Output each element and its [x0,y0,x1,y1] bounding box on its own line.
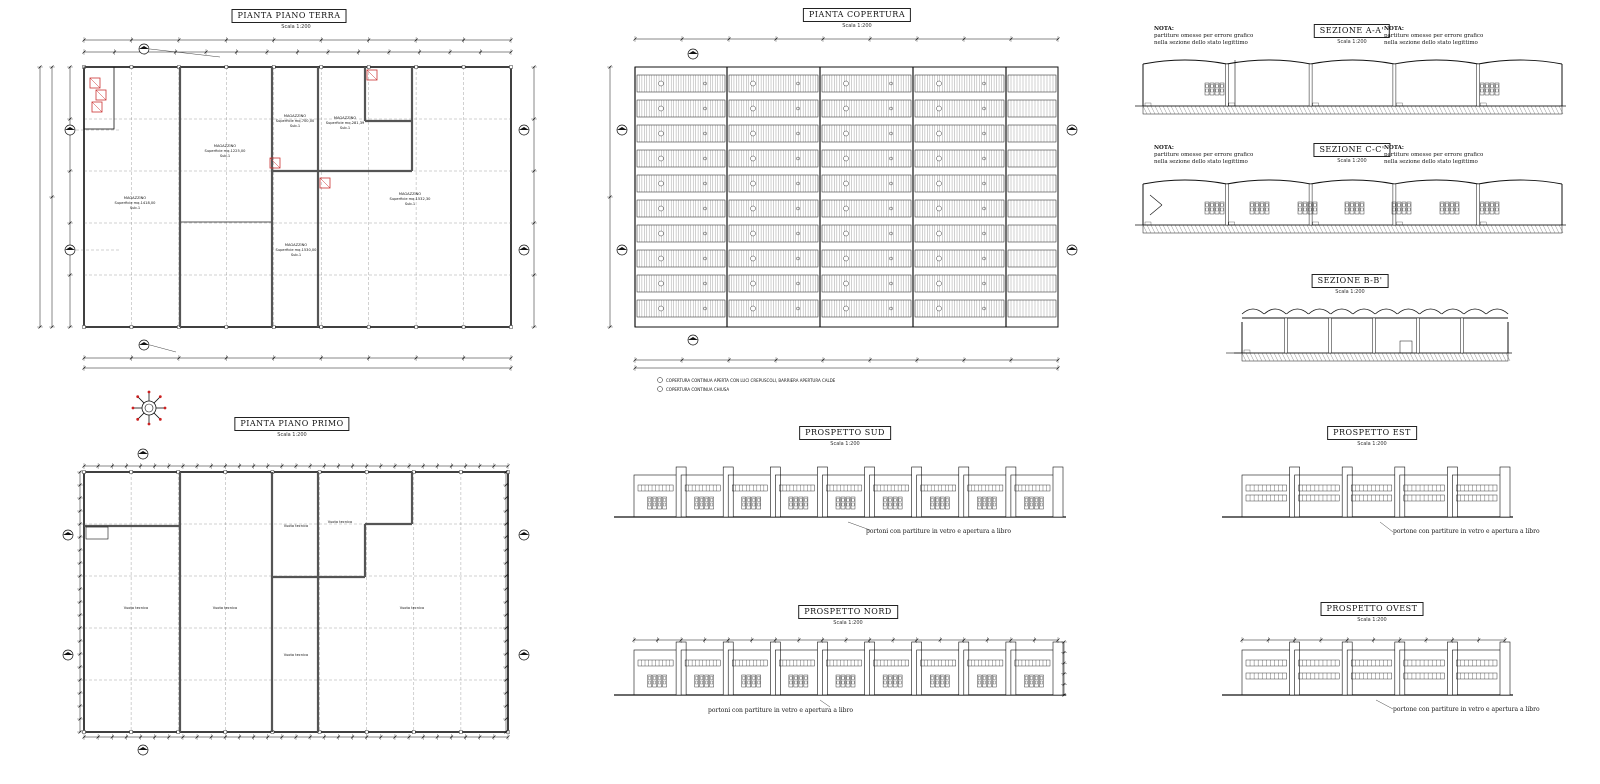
scale-sezione-bb: Scala 1:200 [1335,289,1365,295]
ground-floor-plan [37,37,537,426]
sections [1135,59,1566,362]
scale-prospetto-est: Scala 1:200 [1357,441,1387,447]
note-sezione-aa-left: NOTA: partiture omesse per errore grafic… [1154,26,1254,46]
roof-plan [607,36,1078,392]
note-sezione-aa-right: NOTA: partiture omesse per errore grafic… [1384,26,1484,46]
elevations [614,466,1513,710]
annotation-prospetto-ovest: portone con partiture in vetro e apertur… [1393,706,1540,713]
scale-prospetto-ovest: Scala 1:200 [1357,617,1387,623]
scale-pianta-copertura: Scala 1:200 [842,23,872,29]
first-floor-plan [62,448,530,756]
room-label-vuoto-6: Vuoto tecnico [399,606,425,610]
title-prospetto-sud: PROSPETTO SUD [799,426,891,440]
annotation-prospetto-nord: portoni con partiture in vetro e apertur… [708,707,853,714]
scale-prospetto-nord: Scala 1:200 [833,620,863,626]
roof-legend-item-2: COPERTURA CONTINUA CHIUSA [666,387,730,392]
title-pianta-piano-primo: PIANTA PIANO PRIMO [234,417,350,431]
annotation-prospetto-sud: portoni con partiture in vetro e apertur… [866,528,1011,535]
title-sezione-bb: SEZIONE B-B' [1311,274,1389,288]
scale-pianta-piano-terra: Scala 1:200 [281,24,311,30]
scale-sezione-aa: Scala 1:200 [1337,39,1367,45]
room-label-vuoto-2: Vuoto tecnico [212,606,238,610]
title-sezione-cc: SEZIONE C-C' [1313,143,1391,157]
note-sezione-cc-right: NOTA: partiture omesse per errore grafic… [1384,145,1484,165]
scale-prospetto-sud: Scala 1:200 [830,441,860,447]
title-pianta-copertura: PIANTA COPERTURA [802,8,912,22]
title-pianta-piano-terra: PIANTA PIANO TERRA [231,9,347,23]
room-label-vuoto-5: Vuoto tecnico [283,653,309,657]
title-prospetto-est: PROSPETTO EST [1327,426,1417,440]
scale-pianta-piano-primo: Scala 1:200 [277,432,307,438]
room-label-vuoto-4: Vuoto tecnico [327,520,353,524]
room-label-vuoto-3: Vuoto tecnico [283,524,309,528]
scale-sezione-cc: Scala 1:200 [1337,158,1367,164]
title-sezione-aa: SEZIONE A-A' [1313,24,1391,38]
room-label-vuoto-1: Vuoto tecnico [123,606,149,610]
title-prospetto-nord: PROSPETTO NORD [798,605,898,619]
note-sezione-cc-left: NOTA: partiture omesse per errore grafic… [1154,145,1254,165]
annotation-prospetto-est: portone con partiture in vetro e apertur… [1393,528,1540,535]
roof-legend-item-1: COPERTURA CONTINUA APERTA CON LUCI CREPU… [666,378,836,383]
title-prospetto-ovest: PROSPETTO OVEST [1320,602,1424,616]
